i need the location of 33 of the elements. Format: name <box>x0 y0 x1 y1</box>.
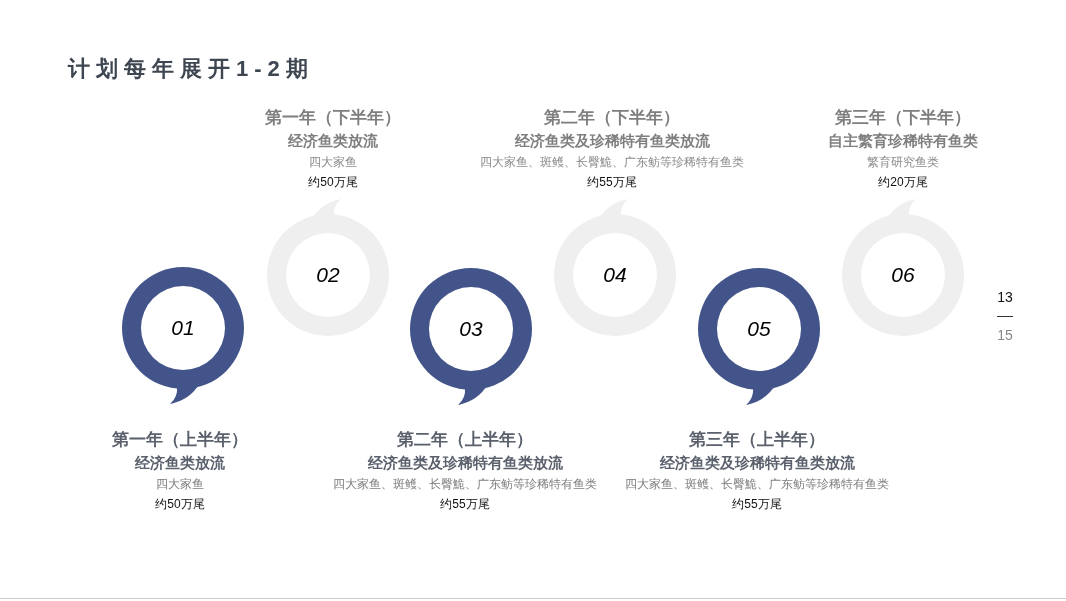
slide-title: 计划每年展开1-2期 <box>68 55 314 83</box>
release-heading: 经济鱼类及珍稀特有鱼类放流 <box>367 453 563 473</box>
release-heading: 经济鱼类放流 <box>288 131 378 151</box>
species-text: 四大家鱼、斑鳠、长臀鮠、广东鲂等珍稀特有鱼类 <box>333 476 597 493</box>
year-heading: 第三年（上半年） <box>689 429 825 451</box>
year-heading: 第三年（下半年） <box>835 107 971 129</box>
release-heading: 经济鱼类及珍稀特有鱼类放流 <box>659 453 855 473</box>
quantity-text: 约50万尾 <box>155 496 205 513</box>
year-heading: 第二年（下半年） <box>544 107 680 129</box>
page-number: 13 <box>997 289 1013 305</box>
year-heading: 第一年（下半年） <box>265 107 401 129</box>
step-number: 02 <box>316 263 340 287</box>
step-number: 03 <box>459 317 483 341</box>
species-text: 四大家鱼 <box>156 476 204 493</box>
quantity-text: 约55万尾 <box>440 496 490 513</box>
step-number: 01 <box>171 316 195 340</box>
quantity-text: 约55万尾 <box>587 174 637 191</box>
step-number: 04 <box>603 263 627 287</box>
year-heading: 第一年（上半年） <box>112 429 248 451</box>
species-text: 四大家鱼 <box>309 154 357 171</box>
quantity-text: 约20万尾 <box>878 174 928 191</box>
quantity-text: 约55万尾 <box>732 496 782 513</box>
species-text: 四大家鱼、斑鳠、长臀鮠、广东鲂等珍稀特有鱼类 <box>625 476 889 493</box>
release-heading: 经济鱼类及珍稀特有鱼类放流 <box>514 131 710 151</box>
release-heading: 自主繁育珍稀特有鱼类 <box>828 131 978 151</box>
page-total: 15 <box>997 327 1013 343</box>
quantity-text: 约50万尾 <box>308 174 358 191</box>
year-heading: 第二年（上半年） <box>397 429 533 451</box>
release-heading: 经济鱼类放流 <box>135 453 225 473</box>
species-text: 繁育研究鱼类 <box>867 154 939 171</box>
step-number: 05 <box>747 317 771 341</box>
step-number: 06 <box>891 263 915 287</box>
species-text: 四大家鱼、斑鳠、长臀鮠、广东鲂等珍稀特有鱼类 <box>480 154 744 171</box>
